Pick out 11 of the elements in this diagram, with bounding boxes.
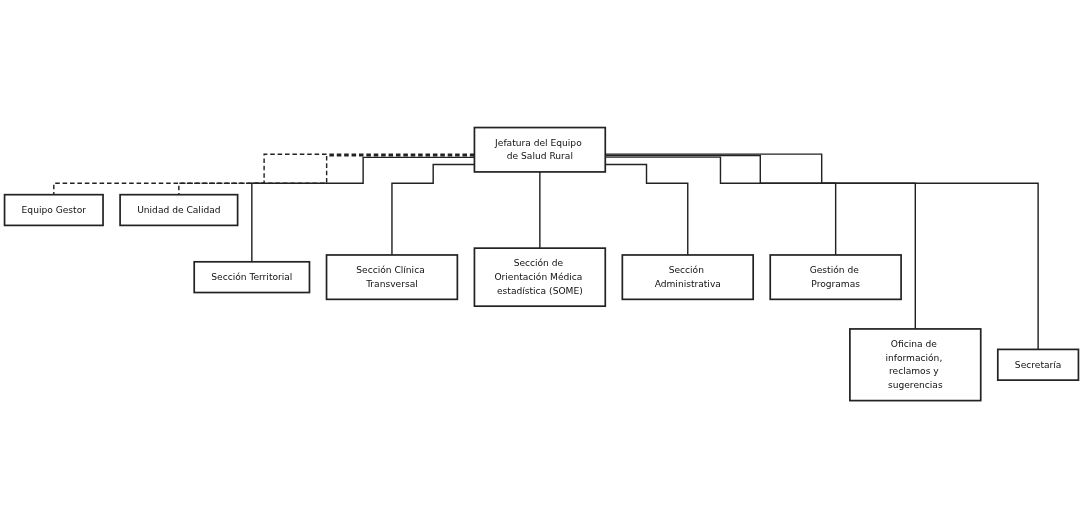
node-box: Sección Administrativa bbox=[621, 254, 755, 301]
node-box: Unidad de Calidad bbox=[119, 194, 239, 227]
node-box: Equipo Gestor bbox=[3, 194, 104, 227]
node-box: Gestión de Programas bbox=[769, 254, 902, 301]
node-box: Jefatura del Equipo de Salud Rural bbox=[473, 127, 607, 174]
node-box: Sección Clínica Transversal bbox=[325, 254, 459, 301]
node-box: Oficina de información, reclamos y sugerencias bbox=[849, 328, 982, 402]
node-box: Sección Territorial bbox=[193, 261, 311, 294]
connector bbox=[539, 171, 541, 250]
node-box: Sección de Orientación Médica estadística (SOME) bbox=[473, 247, 607, 308]
node-box: Secretaría bbox=[996, 348, 1080, 382]
